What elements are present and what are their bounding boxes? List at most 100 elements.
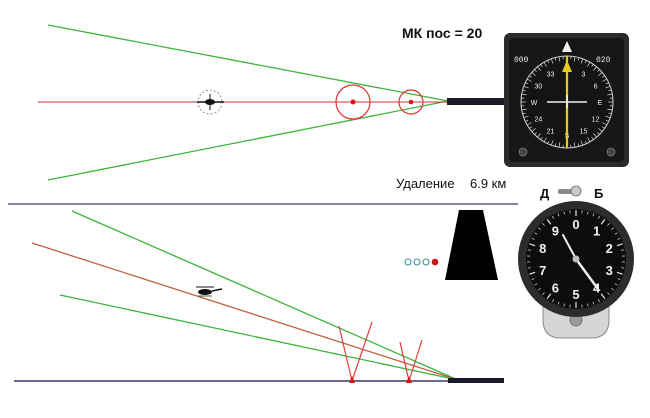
hsi-tick bbox=[608, 112, 612, 115]
hsi-knob-right bbox=[606, 147, 616, 157]
inner-marker-cone bbox=[399, 339, 423, 383]
dme-tick bbox=[597, 215, 600, 219]
hsi-tick bbox=[537, 66, 541, 71]
hsi-tick bbox=[529, 75, 532, 78]
hsi-compass-ticks bbox=[521, 56, 613, 148]
dme-tick bbox=[542, 223, 545, 226]
hsi-left-readout: 000 bbox=[514, 56, 529, 65]
hsi-tick bbox=[529, 126, 532, 129]
dme-tick bbox=[600, 293, 606, 299]
hsi-tick bbox=[558, 56, 561, 62]
dme-dial-number: 3 bbox=[606, 263, 613, 278]
hsi-tick bbox=[597, 132, 600, 135]
dme-tick bbox=[592, 301, 595, 305]
glidepath-centerline bbox=[31, 242, 459, 381]
hsi-tick bbox=[526, 122, 532, 126]
landing-course-label: МК пос = 20 bbox=[402, 25, 483, 41]
hsi-tick bbox=[554, 57, 557, 61]
dme-tick bbox=[527, 267, 531, 269]
glidepath-limit-upper bbox=[71, 210, 459, 381]
dme-tick bbox=[527, 249, 531, 251]
hsi-tick bbox=[534, 69, 537, 72]
hsi-compass-label: 33 bbox=[547, 71, 555, 78]
hsi-tick bbox=[597, 69, 600, 72]
runway-profile bbox=[448, 378, 504, 383]
switch-left-label: Д bbox=[540, 186, 550, 201]
hsi-tick bbox=[573, 142, 576, 148]
hsi-compass-label: 6 bbox=[594, 84, 598, 91]
dme-dial-number: 8 bbox=[539, 241, 546, 256]
course-limit-lower bbox=[47, 100, 449, 181]
hsi-tick bbox=[587, 137, 591, 143]
hsi-tick bbox=[525, 119, 529, 122]
hsi-tick bbox=[547, 60, 550, 64]
hsi-tick bbox=[543, 61, 547, 67]
marker-lamp-3 bbox=[422, 258, 430, 266]
hsi-compass-label: E bbox=[598, 100, 603, 107]
dme-dial-number: 1 bbox=[593, 224, 600, 239]
dme-tick bbox=[621, 249, 625, 251]
hsi-tick bbox=[605, 82, 609, 85]
hsi-tick bbox=[531, 72, 536, 76]
dme-tick bbox=[611, 288, 614, 291]
runway-plan bbox=[447, 98, 505, 105]
hsi-knob-left bbox=[518, 147, 528, 157]
dme-hub bbox=[572, 255, 580, 263]
helicopter-profile-icon bbox=[196, 286, 223, 297]
dme-dial-number: 6 bbox=[552, 280, 559, 295]
dme-tick bbox=[542, 292, 545, 295]
hsi-tick bbox=[523, 115, 529, 119]
marker-lamp-1 bbox=[404, 258, 412, 266]
inner-marker-ring bbox=[398, 89, 424, 115]
hsi-tick bbox=[607, 108, 613, 111]
hsi-tick bbox=[526, 78, 532, 82]
distance-value: 6.9 км bbox=[470, 176, 507, 191]
hsi-tick bbox=[540, 137, 543, 140]
hsi-tick bbox=[577, 143, 580, 147]
hsi-compass-label: 15 bbox=[580, 129, 588, 136]
hsi-tick bbox=[521, 108, 527, 111]
dme-needle-long bbox=[574, 257, 600, 291]
dme-tick bbox=[587, 211, 589, 215]
hsi-compass-label: 3 bbox=[582, 71, 586, 78]
profile-view bbox=[14, 210, 504, 383]
plan-view bbox=[38, 24, 505, 181]
dme-tick bbox=[534, 232, 538, 235]
hsi-tick bbox=[550, 140, 554, 146]
hsi-tick bbox=[547, 140, 550, 144]
dme-tick bbox=[531, 237, 535, 240]
hsi-tick bbox=[554, 143, 557, 147]
hsi-tick bbox=[607, 93, 613, 96]
dme-dial-number: 5 bbox=[572, 287, 579, 302]
dme-tick bbox=[621, 267, 625, 269]
dme-needle-short bbox=[562, 234, 577, 260]
hsi-tick bbox=[522, 112, 526, 115]
hsi-compass-label: W bbox=[531, 100, 538, 107]
dme-tick bbox=[614, 232, 618, 235]
dme-tick bbox=[597, 299, 600, 303]
dme-tick bbox=[538, 288, 541, 291]
dme-tick bbox=[614, 283, 618, 286]
dme-tick bbox=[611, 227, 614, 230]
hsi-tick bbox=[537, 133, 541, 138]
hsi-course-arrow bbox=[562, 60, 572, 72]
dme-tick bbox=[552, 215, 555, 219]
hsi-tick bbox=[602, 75, 605, 78]
hsi-tick bbox=[584, 140, 587, 144]
dme-tick bbox=[529, 271, 536, 275]
distance-switch-icon[interactable] bbox=[558, 185, 582, 197]
dme-tick bbox=[538, 227, 541, 230]
dme-tick bbox=[531, 278, 535, 281]
hsi-tick bbox=[602, 122, 608, 126]
inner-marker-dot bbox=[408, 99, 414, 105]
dme-tick bbox=[617, 278, 621, 281]
hsi-tick bbox=[522, 89, 526, 92]
hsi-tick bbox=[543, 137, 547, 143]
dme-ticks bbox=[527, 210, 625, 308]
outer-marker-ring bbox=[335, 84, 371, 120]
hsi-tick bbox=[608, 89, 612, 92]
dme-dial-number: 9 bbox=[552, 224, 559, 239]
hsi-lubber-triangle bbox=[562, 41, 572, 52]
hsi-tick bbox=[598, 128, 603, 132]
